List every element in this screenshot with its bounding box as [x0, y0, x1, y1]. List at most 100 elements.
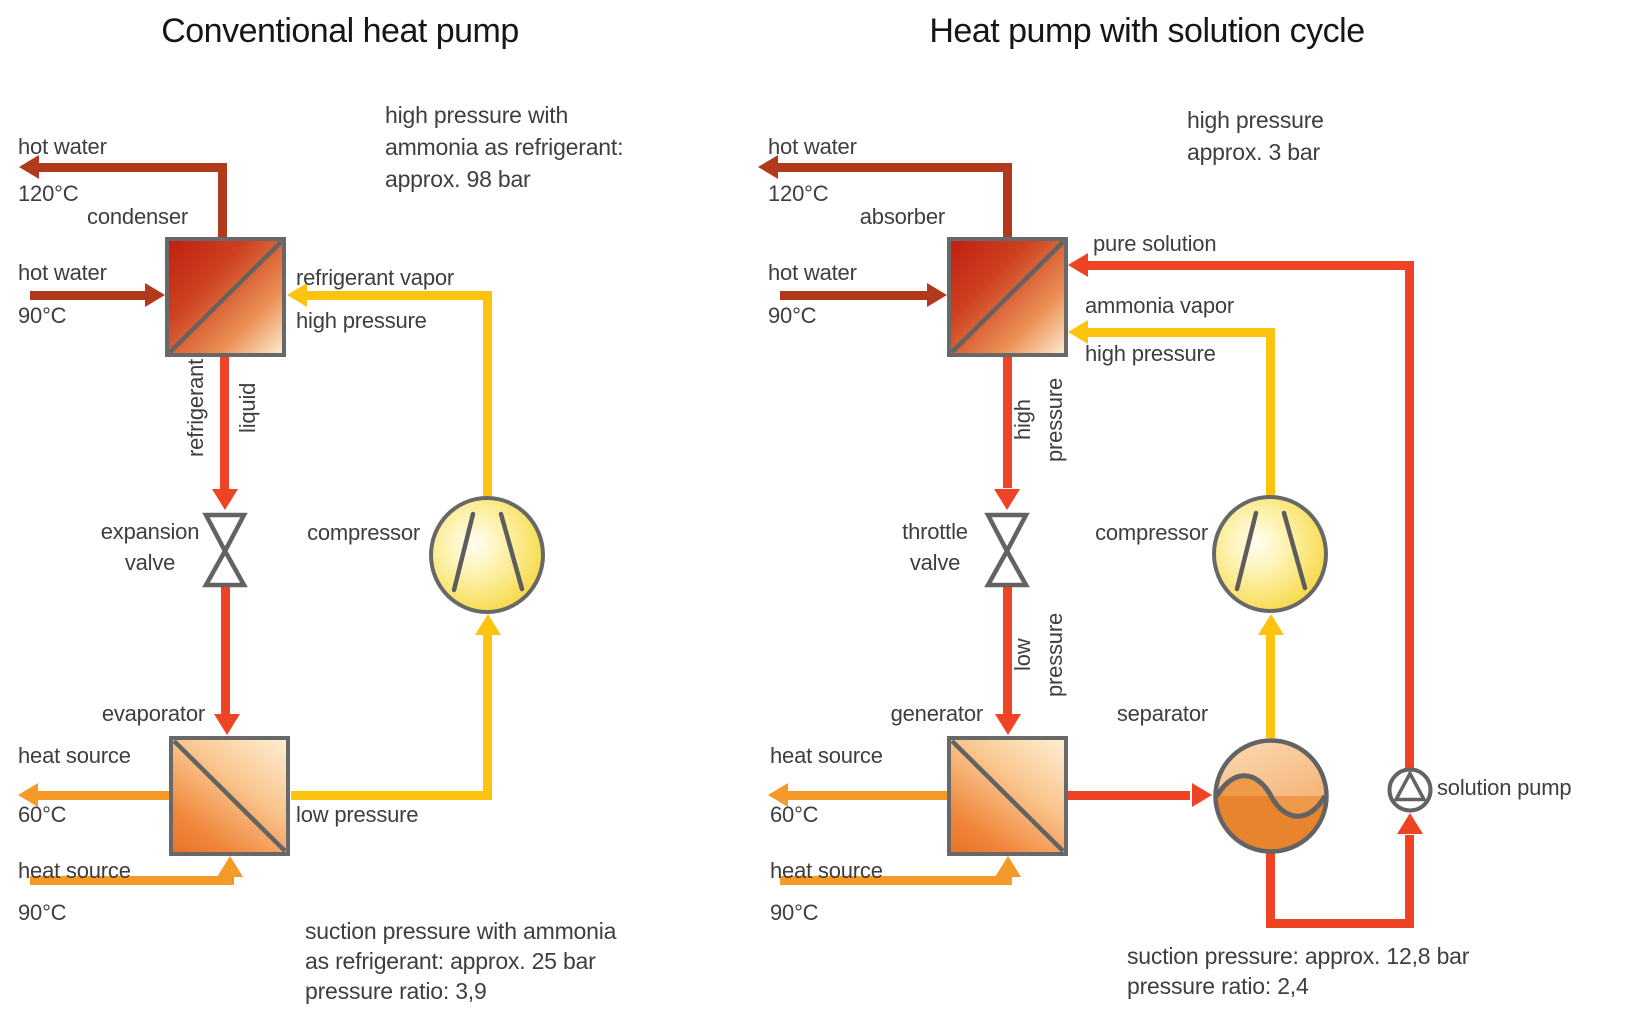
pure-solution-label: pure solution: [1093, 231, 1217, 256]
right-hot-water-in-label: hot water: [768, 260, 857, 285]
throttle-valve-icon: [984, 512, 1030, 588]
throttle-inlet-arrow-icon: [994, 489, 1020, 510]
high-rotated-label: high: [1010, 399, 1035, 441]
left-hot-water-out-arrow-icon: [19, 155, 39, 179]
expansion-valve-label-line1: expansion: [100, 519, 200, 544]
left-bottom-note: suction pressure with ammonia as refrige…: [305, 916, 616, 1006]
throttle-valve-label-line2: valve: [909, 550, 961, 575]
absorber-diagonal-icon: [951, 241, 1064, 353]
left-top-note-line3: approx. 98 bar: [385, 166, 531, 192]
generator-inlet-arrow-icon: [995, 714, 1021, 735]
left-evaporator-inlet-arrow-icon: [214, 714, 240, 735]
right-heat-source-in-label: heat source: [770, 858, 883, 883]
right-top-note-line2: approx. 3 bar: [1187, 139, 1320, 165]
left-heat-source-out-pipe: [37, 791, 169, 800]
pressure-rotated-label-top: pressure: [1042, 378, 1067, 462]
condenser-diagonal-icon: [169, 241, 282, 353]
right-diagram-title: Heat pump with solution cycle: [929, 12, 1365, 50]
left-heat-source-in-label: heat source: [18, 858, 131, 883]
right-hot-water-out-label: hot water: [768, 134, 857, 159]
left-high-pressure-label: high pressure: [296, 308, 427, 333]
right-hot-water-out-temp: 120°C: [768, 181, 829, 206]
right-heat-source-out-pipe: [787, 791, 947, 800]
right-top-note: high pressure approx. 3 bar: [1187, 104, 1324, 168]
generator-label: generator: [890, 701, 984, 726]
separator-label: separator: [1116, 701, 1208, 726]
left-top-note-line2: ammonia as refrigerant:: [385, 134, 624, 160]
left-compressor-label: compressor: [307, 520, 420, 545]
evaporator-label: evaporator: [101, 701, 205, 726]
condenser-box: [165, 237, 286, 357]
right-bottom-note: suction pressure: approx. 12,8 bar press…: [1127, 941, 1469, 1001]
left-bottom-note-line3: pressure ratio: 3,9: [305, 978, 487, 1004]
left-heat-source-in-pipe-h: [30, 876, 234, 885]
evaporator-box: [169, 736, 290, 856]
left-heat-source-out-label: heat source: [18, 743, 131, 768]
refrigerant-vapor-label: refrigerant vapor: [296, 265, 455, 290]
generator-to-separator-pipe: [1068, 791, 1190, 800]
right-compressor-vanes-icon: [1234, 510, 1308, 592]
ammonia-vapor-pipe-h: [1087, 328, 1275, 337]
left-hot-water-in-arrow-icon: [145, 283, 165, 307]
refrigerant-rotated-label: refrigerant: [183, 358, 208, 458]
left-vapor-pipe-v: [483, 291, 492, 496]
absorber-label: absorber: [859, 204, 945, 229]
low-rotated-label: low: [1010, 638, 1035, 672]
left-bottom-note-line1: suction pressure with ammonia: [305, 918, 617, 944]
right-hot-water-in-pipe: [780, 291, 927, 300]
left-heat-source-in-pipe-v: [225, 872, 234, 882]
expansion-valve-label-line2: valve: [124, 550, 176, 575]
left-compressor-vanes-icon: [451, 511, 525, 593]
left-suction-pipe-h: [291, 791, 488, 800]
right-heat-source-in-pipe-h: [780, 876, 1012, 885]
right-hot-water-out-arrow-icon: [758, 155, 778, 179]
left-hot-water-out-temp: 120°C: [18, 181, 79, 206]
right-heat-source-out-arrow-icon: [768, 783, 788, 807]
left-hot-water-out-pipe-v: [218, 163, 227, 237]
pure-solution-pipe-v: [1405, 261, 1414, 768]
generator-box: [947, 736, 1068, 856]
pure-solution-pipe-h: [1087, 261, 1414, 270]
pump-inlet-pipe-v: [1405, 835, 1414, 928]
left-evaporator-bottom-arrow-icon: [217, 856, 243, 877]
separator-to-compressor-pipe: [1266, 635, 1275, 738]
solution-pump-label: solution pump: [1437, 775, 1572, 800]
right-heat-source-out-temp: 60°C: [770, 802, 819, 827]
absorber-to-valve-pipe: [1003, 357, 1012, 488]
right-heat-source-in-pipe-v: [1003, 872, 1012, 882]
throttle-valve-label-line1: throttle: [902, 519, 968, 544]
separator-outlet-pipe-h: [1266, 919, 1414, 928]
left-bottom-note-line2: as refrigerant: approx. 25 bar: [305, 948, 596, 974]
right-compressor-inlet-arrow-icon: [1258, 614, 1284, 635]
left-suction-pipe-v: [483, 635, 492, 800]
left-heat-source-out-temp: 60°C: [18, 802, 67, 827]
left-hot-water-out-label: hot water: [18, 134, 107, 159]
right-heat-source-in-temp: 90°C: [770, 900, 819, 925]
left-top-note: high pressure with ammonia as refrigeran…: [385, 99, 623, 195]
left-liquid-arrow-icon: [212, 489, 238, 510]
left-liquid-pipe: [220, 357, 229, 490]
right-top-note-line1: high pressure: [1187, 107, 1324, 133]
right-heat-source-out-label: heat source: [770, 743, 883, 768]
generator-diagonal-icon: [951, 740, 1064, 852]
left-valve-outlet-pipe: [221, 585, 230, 715]
left-vapor-pipe-h: [306, 291, 492, 300]
ammonia-vapor-pipe-v: [1266, 328, 1275, 496]
pure-solution-arrow-icon: [1068, 253, 1088, 277]
right-hot-water-out-pipe-h: [776, 163, 1012, 172]
left-diagram-title: Conventional heat pump: [161, 12, 519, 50]
left-vapor-arrow-icon: [287, 283, 307, 307]
right-hot-water-in-temp: 90°C: [768, 303, 817, 328]
left-compressor-inlet-arrow-icon: [475, 614, 501, 635]
separator-symbol: [1213, 738, 1329, 854]
absorber-box: [947, 237, 1068, 357]
left-hot-water-in-label: hot water: [18, 260, 107, 285]
right-hot-water-in-arrow-icon: [927, 283, 947, 307]
valve-to-generator-pipe: [1003, 585, 1012, 715]
left-heat-source-in-temp: 90°C: [18, 900, 67, 925]
solution-pump-icon: [1387, 767, 1433, 813]
left-hot-water-in-temp: 90°C: [18, 303, 67, 328]
condenser-label: condenser: [87, 204, 188, 229]
right-compressor-label: compressor: [1095, 520, 1208, 545]
